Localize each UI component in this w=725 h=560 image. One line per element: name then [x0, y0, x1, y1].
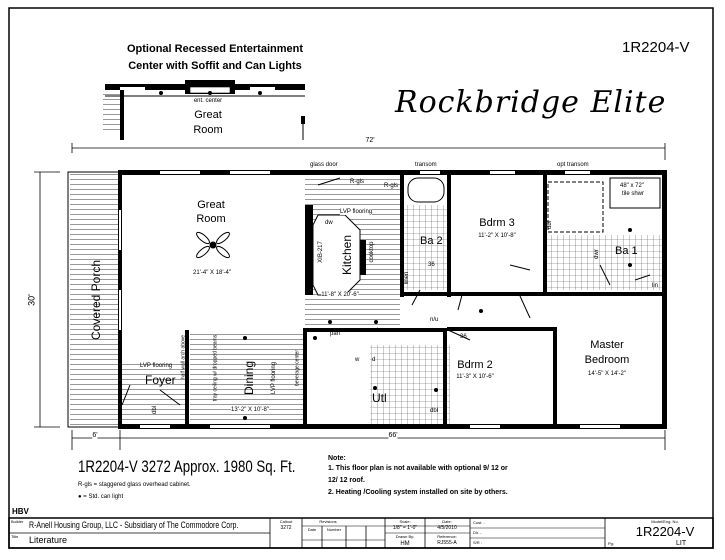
- can-light-icon: ●: [78, 494, 84, 500]
- master-label-2: Bedroom: [584, 354, 630, 366]
- bdrm2-size: 11'-3" X 10'-6": [456, 374, 494, 380]
- can-lights: [243, 228, 632, 420]
- model-label: Model/Eng. No.: [651, 519, 679, 524]
- drawer-label: dwr: [594, 249, 600, 259]
- beverage-center-label: beverage center: [294, 349, 301, 387]
- note-line-1: 1. This floor plan is not available with…: [328, 465, 508, 472]
- ba2-label: Ba 2: [420, 235, 443, 247]
- covered-porch-label: Covered Porch: [89, 259, 103, 341]
- note-line-2: 12/ 12 roof.: [328, 477, 365, 484]
- great-room-label-2: Room: [196, 213, 226, 225]
- series-name-logo: Rockbridge Elite: [395, 85, 667, 120]
- option-bumpout: [103, 80, 305, 140]
- kitchen-flooring-label: LVP flooring: [340, 209, 373, 215]
- rgls-label-2: R-gls: [384, 183, 399, 189]
- foyer-closet-label: dbl: [152, 405, 158, 415]
- cooktop-label: cooktop: [369, 241, 375, 263]
- linen-closet-label: lin: [652, 283, 659, 289]
- transom-label: transom: [415, 162, 437, 168]
- customer-field: Cust. -: [473, 520, 485, 525]
- builder-name: R-Anell Housing Group, LLC - Subsidiary …: [29, 520, 239, 530]
- ba2-door-size: 36: [428, 262, 435, 268]
- mic-oven-label: mic oven: [372, 328, 397, 334]
- revision-number-label: Number: [326, 527, 342, 532]
- title-label: Title: [11, 534, 19, 539]
- legend-can-light-text: = Std. can light: [83, 494, 124, 500]
- reference-label: Reference:: [437, 534, 457, 539]
- option-room-label-2: Room: [193, 124, 223, 136]
- kitchen-size: 11'-8" X 20'-6": [321, 292, 359, 298]
- scale-label: Scale:: [399, 519, 411, 524]
- scale-value: 1/8" = 1'-0": [392, 525, 418, 531]
- sales-rep-field: S/R :: [473, 540, 482, 545]
- foyer-label: Foyer: [145, 373, 176, 387]
- master-size: 14'-5" X 14'-2": [588, 371, 626, 377]
- great-room-size: 21'-4" X 18'-4": [193, 270, 231, 276]
- glass-door-label: glass door: [310, 162, 338, 168]
- half-wall-label: half wall arch above: [180, 334, 187, 380]
- bdrm3-closet-label: dbl: [547, 220, 553, 230]
- option-title-line-1: Optional Recessed Entertainment: [126, 43, 304, 55]
- tray-ceiling-label: tray ceiling w/ dropped beams: [212, 334, 219, 402]
- plan-headline: 1R2204-V 3272 Approx. 1980 Sq. Ft.: [78, 457, 296, 476]
- utl-label: Utl: [372, 391, 387, 405]
- kitchen-label: Kitchen: [340, 234, 354, 276]
- washer-label: w: [355, 357, 360, 363]
- rgls-label: R-gls: [350, 179, 365, 185]
- date-value: 4/5/2010: [437, 525, 457, 531]
- dining-flooring-label: LVP flooring: [271, 361, 277, 395]
- note-line-3: 2. Heating /Cooling system installed on …: [328, 489, 508, 496]
- dimension-lines: [34, 143, 666, 450]
- foyer-flooring-label: LVP flooring: [140, 363, 173, 369]
- dim-porch: 6': [92, 432, 98, 439]
- page-value: LIT: [676, 540, 687, 547]
- date-label: Date:: [442, 519, 452, 524]
- bdrm2-label: Bdrm 2: [457, 359, 493, 371]
- dealer-field: Dlr. -: [473, 530, 482, 535]
- opt-transom-label: opt transom: [557, 162, 589, 168]
- dim-width: 30': [26, 294, 37, 306]
- code-label: HBV: [12, 507, 29, 516]
- nlu-label: n/u: [430, 317, 439, 323]
- dryer-label: d: [372, 357, 376, 363]
- callout-label: Callout: [279, 519, 293, 524]
- shower-type-label: tile shwr: [622, 191, 645, 197]
- legend-rgls: R-gls = staggered glass overhead cabinet…: [78, 482, 191, 488]
- linen-label: linen: [404, 271, 410, 285]
- dim-overall-length: 72': [365, 137, 375, 144]
- option-room-label-1: Great: [194, 109, 222, 121]
- drawn-by-label: Drawn By:: [395, 534, 415, 539]
- callout-value: 3272: [280, 525, 292, 531]
- ceiling-fan-icon: [196, 231, 230, 259]
- dining-label: Dining: [242, 360, 256, 396]
- drawn-by-value: HM: [400, 541, 410, 547]
- title-value: Literature: [29, 535, 68, 545]
- bdrm3-size: 11'-2" X 10'-8": [478, 233, 516, 239]
- reference-value: RJ555-A: [437, 540, 457, 546]
- ba1-label: Ba 1: [615, 245, 638, 257]
- great-room-label-1: Great: [197, 199, 225, 211]
- model-value: 1R2204-V: [635, 524, 695, 539]
- revisions-label: Revisions: [319, 519, 337, 524]
- builder-label: Builder: [11, 519, 24, 524]
- master-label-1: Master: [590, 339, 624, 351]
- pantry-label: pan: [330, 331, 341, 337]
- utl-closet-label: dbl: [430, 408, 439, 414]
- model-number-top: 1R2204-V: [622, 39, 690, 56]
- legend-can-light: ● = Std. can light: [78, 494, 123, 500]
- dim-home-length: 66': [388, 432, 398, 439]
- island-label: XIB-217: [318, 241, 324, 263]
- page-label: Pg:: [608, 541, 615, 546]
- bdrm3-label: Bdrm 3: [479, 217, 515, 229]
- bdrm2-door-size: 36: [460, 334, 467, 340]
- revision-date-label: Date: [307, 527, 317, 532]
- option-title-line-2: Center with Soffit and Can Lights: [128, 60, 302, 72]
- ent-center-label: ent. center: [193, 98, 223, 104]
- dining-size: 13'-2" X 10'-8": [231, 407, 269, 413]
- dishwasher-label: dw: [325, 220, 333, 226]
- notes-title: Note:: [328, 455, 346, 462]
- shower-size-label: 48" x 72": [620, 183, 644, 189]
